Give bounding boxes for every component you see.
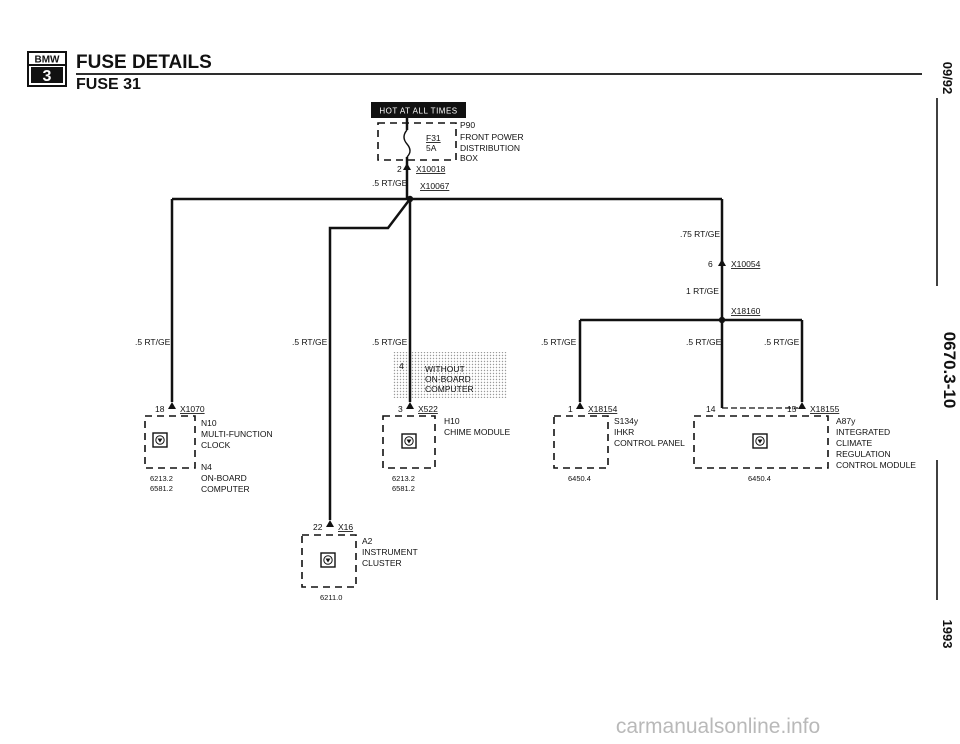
hot-banner-text: HOT AT ALL TIMES [379,107,457,116]
a87y-line-2: CLIMATE [836,438,873,448]
bmw-logo: BMW 3 [27,51,67,87]
side-margin: 09/92 0670.3-10 1993 [936,62,959,649]
x10067-label: X10067 [420,181,450,191]
a2-ground-icon [320,552,336,568]
wire-n10-label: .5 RT/GE [135,337,171,347]
fuse-box-p90: F31 5A P90 FRONT POWER DISTRIBUTION BOX [377,118,524,163]
n10-line-1: MULTI-FUNCTION [201,429,273,439]
x1070-label: X1070 [180,404,205,414]
x522-alt-pin: 4 [399,361,404,371]
side-date: 09/92 [940,62,955,95]
connector-x16-arrow [326,520,334,527]
a2-id: A2 [362,536,373,546]
watermark: carmanualsonline.info [616,715,820,738]
n4-id: N4 [201,462,212,472]
x1070-pin: 18 [155,404,165,414]
a87y-ref-1: 6450.4 [748,474,771,483]
x522-pin: 3 [398,404,403,414]
x18160-label: X18160 [731,306,761,316]
wire-075-label: .75 RT/GE [680,229,720,239]
logo-bmw-text: BMW [35,55,61,66]
option-box-without-obc [393,352,507,398]
h10-ground-icon [401,433,417,449]
x16-pin: 22 [313,522,323,532]
fuse-box-id: P90 [460,120,475,130]
connector-x522-arrow [406,402,414,409]
side-year: 1993 [940,620,955,649]
s134y-ref-1: 6450.4 [568,474,591,483]
wire-main-label: .5 RT/GE [372,178,408,188]
fuse-box-name-2: DISTRIBUTION [460,143,520,153]
fuse-box-name-3: BOX [460,153,478,163]
wire-s134y-label: .5 RT/GE [541,337,577,347]
n10-id: N10 [201,418,217,428]
side-code: 0670.3-10 [940,332,959,409]
fuse-label: F31 [426,133,441,143]
a87y-id: A87y [836,416,856,426]
component-h10: 3 X522 H10 CHIME MODULE 6213.2 6581.2 [382,402,510,493]
logo-series-text: 3 [43,68,52,85]
component-n10: 18 X1070 N10 MULTI-FUNCTION CLOCK N4 ON-… [144,402,273,494]
s134y-id: S134y [614,416,639,426]
a2-line-2: CLUSTER [362,558,402,568]
component-s134y: 1 X18154 S134y IHKR CONTROL PANEL 6450.4 [553,402,685,483]
wire-to-cluster [328,198,411,520]
x18155-label: X18155 [810,404,840,414]
wire-a87y15-label: .5 RT/GE [764,337,800,347]
fuse-element [403,129,411,158]
wire-1-label: 1 RT/GE [686,286,719,296]
fuse-rating: 5A [426,143,437,153]
page-title: FUSE DETAILS [76,52,212,73]
n10-line-2: CLOCK [201,440,231,450]
x10054-label: X10054 [731,259,761,269]
n4-line-1: ON-BOARD [201,473,247,483]
wire-h10-label: .5 RT/GE [372,337,408,347]
component-a87y: 14 15 X18155 A87y INTEGRATED CLIMATE REG… [693,402,916,483]
n4-line-2: COMPUTER [201,484,250,494]
connector-x10054-arrow [718,259,726,266]
connector-x18155-arrow [798,402,806,409]
x18155-pin-15: 15 [787,404,797,414]
option-line-1: WITHOUT [425,364,465,374]
x522-label: X522 [418,404,438,414]
h10-ref-2: 6581.2 [392,484,415,493]
s134y-line-2: CONTROL PANEL [614,438,685,448]
a87y-ground-icon [752,433,768,449]
h10-id: H10 [444,416,460,426]
option-line-3: COMPUTER [425,384,474,394]
connector-x18154-arrow [576,402,584,409]
option-line-2: ON-BOARD [425,374,471,384]
a87y-line-1: INTEGRATED [836,427,890,437]
n10-ref-2: 6581.2 [150,484,173,493]
x18154-label: X18154 [588,404,618,414]
page-subtitle: FUSE 31 [76,76,141,93]
wire-a87y14-label: .5 RT/GE [686,337,722,347]
x18154-pin: 1 [568,404,573,414]
x10018-label: X10018 [416,164,446,174]
n10-ground-icon [152,432,168,448]
h10-line-1: CHIME MODULE [444,427,510,437]
h10-ref-1: 6213.2 [392,474,415,483]
x16-label: X16 [338,522,353,532]
a2-ref-1: 6211.0 [320,593,342,602]
a87y-line-3: REGULATION [836,449,891,459]
a87y-line-4: CONTROL MODULE [836,460,916,470]
s134y-line-1: IHKR [614,427,634,437]
a2-line-1: INSTRUMENT [362,547,418,557]
n10-ref-1: 6213.2 [150,474,173,483]
x10018-pin: 2 [397,164,402,174]
x18155-pin-14: 14 [706,404,716,414]
hot-banner-bg [371,102,466,118]
x10054-pin: 6 [708,259,713,269]
wire-cluster-label: .5 RT/GE [292,337,328,347]
fuse-box-name-1: FRONT POWER [460,132,524,142]
connector-x1070-arrow [168,402,176,409]
component-a2: 22 X16 A2 INSTRUMENT CLUSTER 6211.0 [301,520,418,602]
